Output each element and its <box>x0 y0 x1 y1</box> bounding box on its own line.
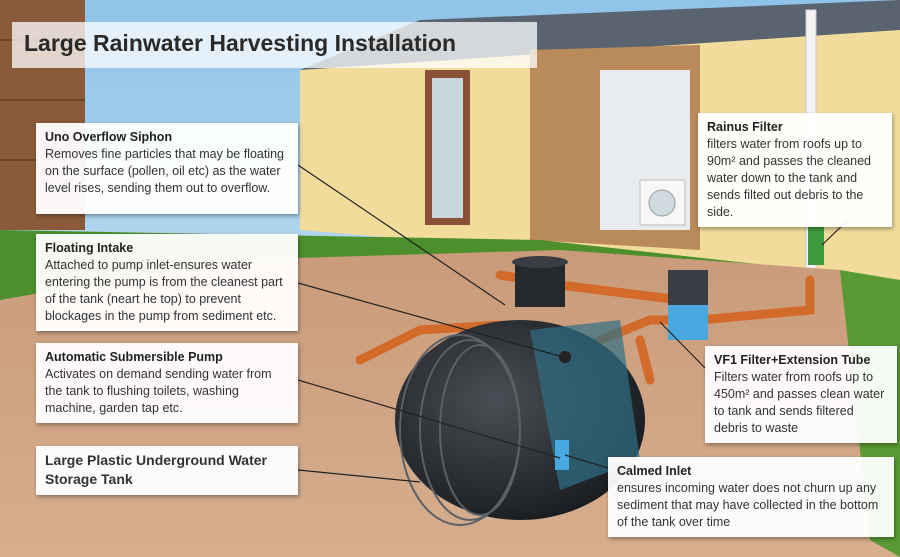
label-body: Removes fine particles that may be float… <box>45 147 285 195</box>
label-submersible-pump: Automatic Submersible Pump Activates on … <box>36 343 298 423</box>
label-heading: Rainus Filter <box>707 120 783 134</box>
label-body: Attached to pump inlet-ensures water ent… <box>45 258 283 323</box>
submersible-pump <box>555 440 569 470</box>
rainus-filter <box>808 225 824 265</box>
label-heading: Uno Overflow Siphon <box>45 130 173 144</box>
label-calmed-inlet: Calmed Inlet ensures incoming water does… <box>608 457 894 537</box>
label-floating-intake: Floating Intake Attached to pump inlet-e… <box>36 234 298 331</box>
label-heading: Floating Intake <box>45 241 134 255</box>
label-uno-overflow-siphon: Uno Overflow Siphon Removes fine particl… <box>36 123 298 214</box>
label-body: ensures incoming water does not churn up… <box>617 481 879 529</box>
label-rainus-filter: Rainus Filter filters water from roofs u… <box>698 113 892 227</box>
label-storage-tank: Large Plastic Underground Water Storage … <box>36 446 298 495</box>
label-body: Activates on demand sending water from t… <box>45 367 272 415</box>
label-vf1-filter: VF1 Filter+Extension Tube Filters water … <box>705 346 897 443</box>
label-heading: Calmed Inlet <box>617 464 692 478</box>
label-heading: Large Plastic Underground Water Storage … <box>45 452 267 487</box>
leader-lines <box>297 164 851 483</box>
label-heading: VF1 Filter+Extension Tube <box>714 353 871 367</box>
label-body: Filters water from roofs up to 450m² and… <box>714 370 885 435</box>
page-title: Large Rainwater Harvesting Installation <box>12 22 537 68</box>
tank-access-riser <box>515 262 565 307</box>
label-heading: Automatic Submersible Pump <box>45 350 223 364</box>
floating-intake <box>559 351 571 363</box>
label-body: filters water from roofs up to 90m² and … <box>707 137 871 219</box>
